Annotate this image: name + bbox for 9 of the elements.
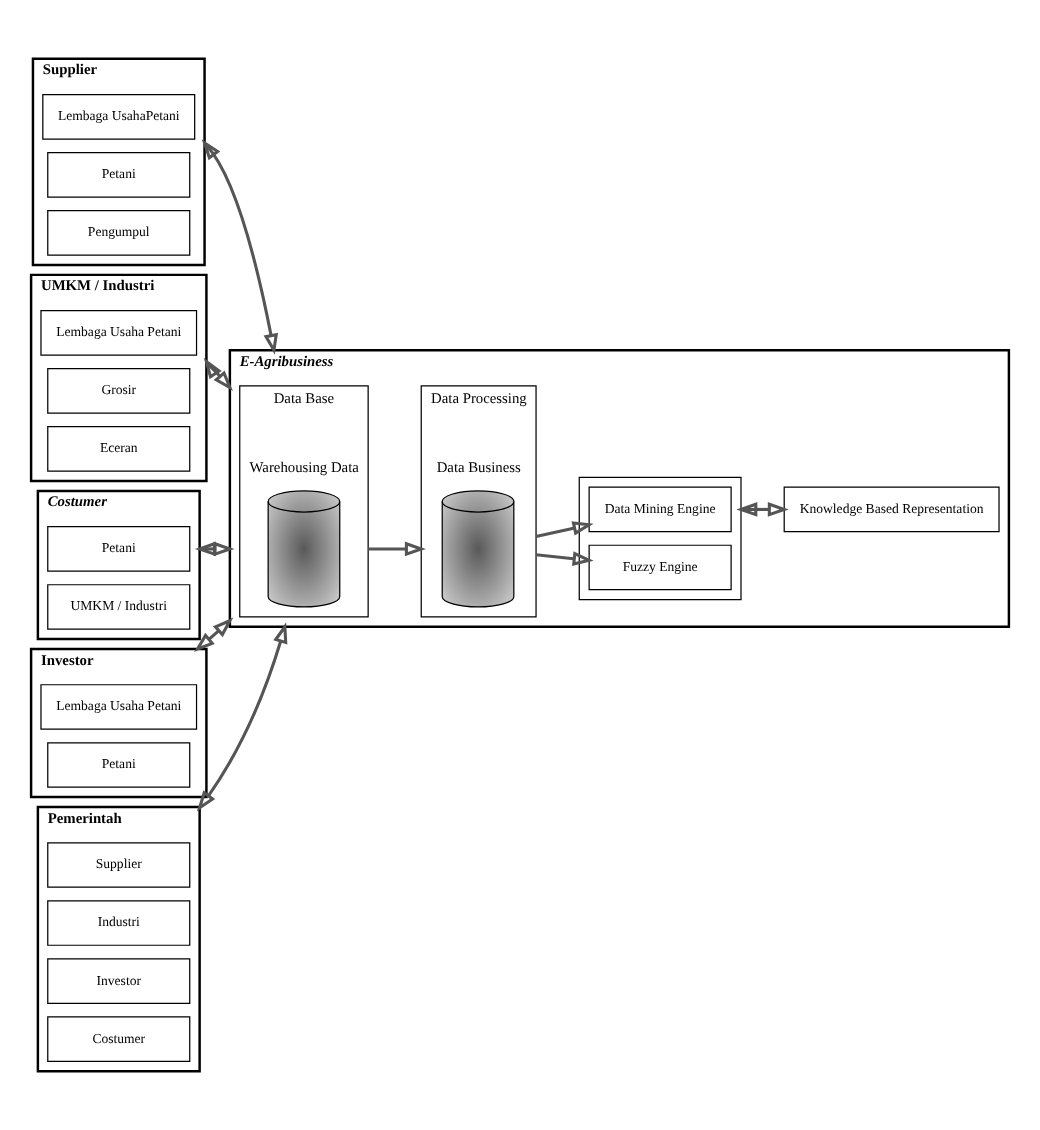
arrow xyxy=(535,551,594,566)
arrow xyxy=(194,617,234,652)
arrow xyxy=(368,541,426,557)
arrow xyxy=(194,541,235,557)
arrow xyxy=(535,521,594,538)
arrow xyxy=(196,622,288,812)
arrow xyxy=(736,502,789,517)
cluster xyxy=(578,476,742,601)
arrow xyxy=(201,139,279,355)
